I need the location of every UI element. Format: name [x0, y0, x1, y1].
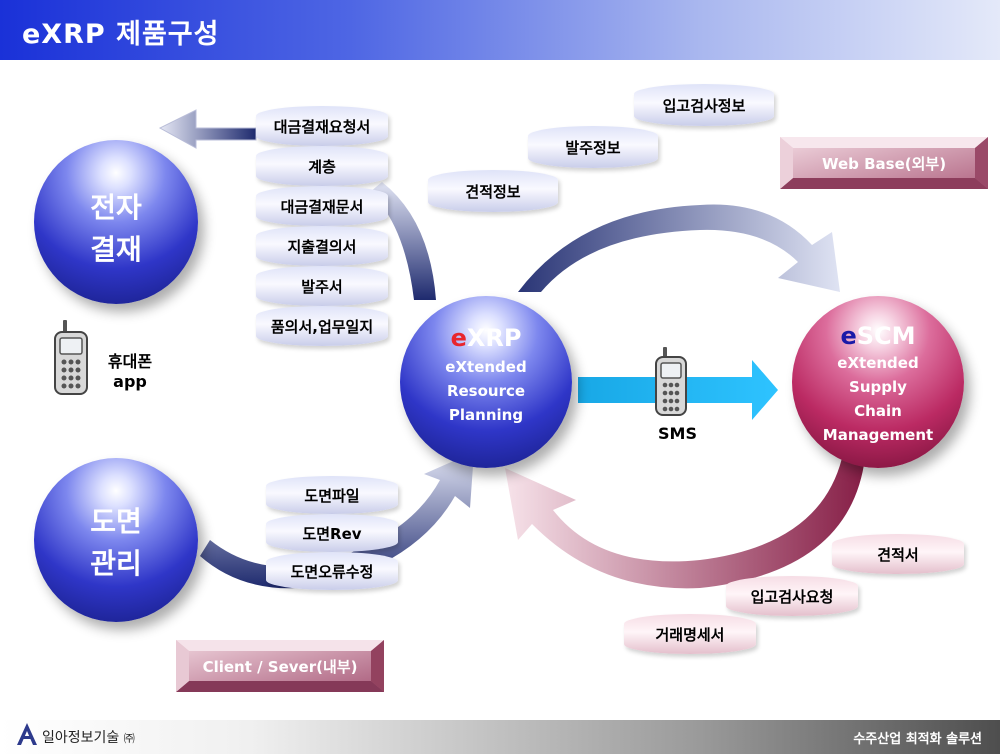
exrp-sphere-line1: eXtended: [445, 358, 527, 376]
arrow-exrp-to-escm: [497, 204, 840, 292]
footer-company-name: 일아정보기술: [42, 730, 120, 746]
footer-slogan: 수주산업 최적화 솔루션: [853, 732, 982, 747]
arrow-escm-to-exrp: [505, 458, 865, 589]
drawing-doc-2: 도면오류수정: [266, 552, 398, 590]
escm-sphere: eSCM eXtended Supply Chain Management: [792, 296, 964, 468]
scm-out-2: 견적정보: [428, 170, 558, 212]
escm-sphere-line1: eXtended: [837, 354, 919, 372]
approval-doc-4: 발주서: [256, 266, 388, 306]
escm-sphere-line2: Supply: [849, 378, 907, 396]
drawing-sphere: 도면 관리: [34, 458, 198, 622]
approval-doc-1: 계층: [256, 146, 388, 186]
scm-in-0: 견적서: [832, 534, 964, 574]
scm-out-1: 발주정보: [528, 126, 658, 168]
footer-company: 일아정보기술 ㈜: [42, 727, 135, 747]
scm-out-0: 입고검사정보: [634, 84, 774, 126]
approval-sphere-line1: 전자: [90, 191, 142, 224]
exrp-sphere-brand: eXRP: [400, 324, 572, 352]
page-title: eXRP 제품구성: [22, 19, 220, 50]
client-server-bevel-shape: [176, 640, 384, 692]
scm-in-2: 거래명세서: [624, 614, 756, 654]
approval-doc-3: 지출결의서: [256, 226, 388, 266]
web-base-bevel-shape: [780, 137, 988, 189]
approval-sphere: 전자 결재: [34, 140, 198, 304]
scm-in-1: 입고검사요청: [726, 576, 858, 616]
client-server-label: Client / Sever(내부): [202, 657, 358, 676]
escm-brand-rest: SCM: [856, 322, 916, 350]
drawing-doc-0: 도면파일: [266, 476, 398, 514]
footer-company-suffix: ㈜: [123, 732, 135, 745]
escm-sphere-brand: eSCM: [792, 322, 964, 350]
arrow-to-approval: [158, 109, 257, 149]
sms-phone-icon: [655, 347, 687, 416]
approval-sphere-line2: 결재: [90, 233, 142, 266]
exrp-brand-e: e: [450, 324, 467, 352]
exrp-brand-rest: XRP: [466, 324, 522, 352]
phone-app-label-line1: 휴대폰: [107, 352, 153, 371]
exrp-sphere-line3: Planning: [448, 406, 524, 424]
footer-bar: [0, 720, 1000, 754]
approval-doc-2: 대금결재문서: [256, 186, 388, 226]
escm-sphere-line4: Management: [822, 426, 934, 444]
mobile-phone-icon: [54, 320, 88, 395]
drawing-sphere-line1: 도면: [90, 505, 142, 538]
company-logo-icon: [17, 723, 37, 745]
escm-brand-e: e: [840, 322, 857, 350]
sms-label: SMS: [658, 424, 697, 443]
approval-doc-0: 대금결재요청서: [256, 106, 388, 146]
escm-sphere-line3: Chain: [854, 402, 902, 420]
exrp-sphere: eXRP eXtended Resource Planning: [400, 296, 572, 468]
approval-doc-5: 품의서,업무일지: [256, 306, 388, 346]
exrp-sphere-line2: Resource: [446, 382, 526, 400]
drawing-sphere-line2: 관리: [90, 547, 142, 580]
header-bar: [0, 0, 1000, 60]
drawing-doc-1: 도면Rev: [266, 514, 398, 552]
web-base-label: Web Base(외부): [821, 154, 947, 173]
phone-app-label-line2: app: [113, 372, 147, 391]
